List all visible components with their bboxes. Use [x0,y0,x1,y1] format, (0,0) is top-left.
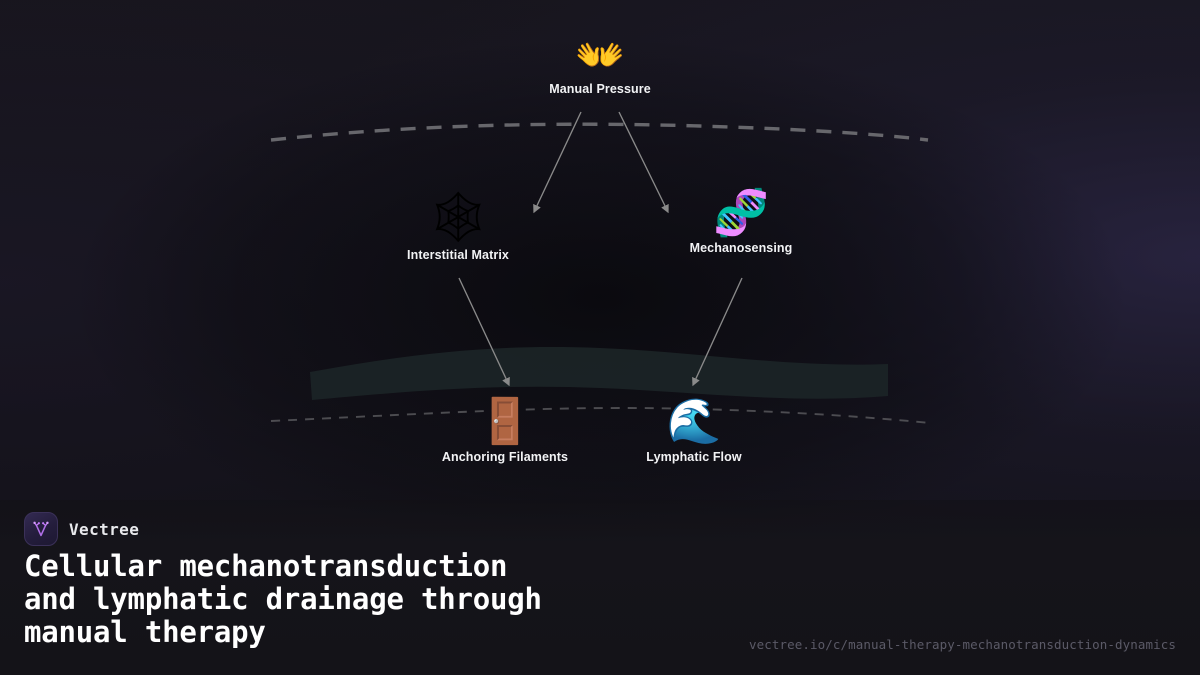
brand-name: Vectree [69,519,140,539]
graph-node-anchoring-filaments[interactable]: 🚪 Anchoring Filaments [405,396,605,465]
graph-node-label: Lymphatic Flow [646,450,742,464]
graph-node-label: Interstitial Matrix [407,248,509,262]
graph-node-lymphatic-flow[interactable]: 🌊 Lymphatic Flow [594,396,794,465]
edge-matrix-to-anchor [458,277,510,387]
graph-node-mechanosensing[interactable]: 🧬 Mechanosensing [641,190,841,255]
vectree-glyph [33,521,49,537]
water-wave-icon: 🌊 [666,396,722,447]
footer-background [0,500,1200,675]
graph-node-label: Manual Pressure [549,82,651,96]
page-title: Cellular mechanotransduction and lymphat… [24,549,542,649]
door-icon: 🚪 [477,396,533,447]
spider-web-icon: 🕸 [426,188,490,246]
graph-node-interstitial-matrix[interactable]: 🕸 Interstitial Matrix [358,192,558,262]
brand-row[interactable]: Vectree [24,512,139,546]
dna-icon: 🧬 [712,186,770,239]
wavy-band-shape [310,347,888,400]
edge-root-to-mechano [618,111,669,214]
footer: Vectree Cellular mechanotransduction and… [0,500,1200,675]
footer-url[interactable]: vectree.io/c/manual-therapy-mechanotrans… [748,637,1176,652]
graph-node-label: Anchoring Filaments [441,450,569,464]
vectree-logo-icon [24,512,58,546]
edge-mechano-to-lymph [692,277,743,387]
dashed-arc-upper [270,122,929,142]
edge-root-to-matrix [533,111,582,214]
open-hands-icon: 👐 [575,33,625,79]
graph-node-label: Mechanosensing [689,241,793,255]
graph-node-manual-pressure[interactable]: 👐 Manual Pressure [500,36,700,96]
dashed-arc-lower [270,407,931,424]
